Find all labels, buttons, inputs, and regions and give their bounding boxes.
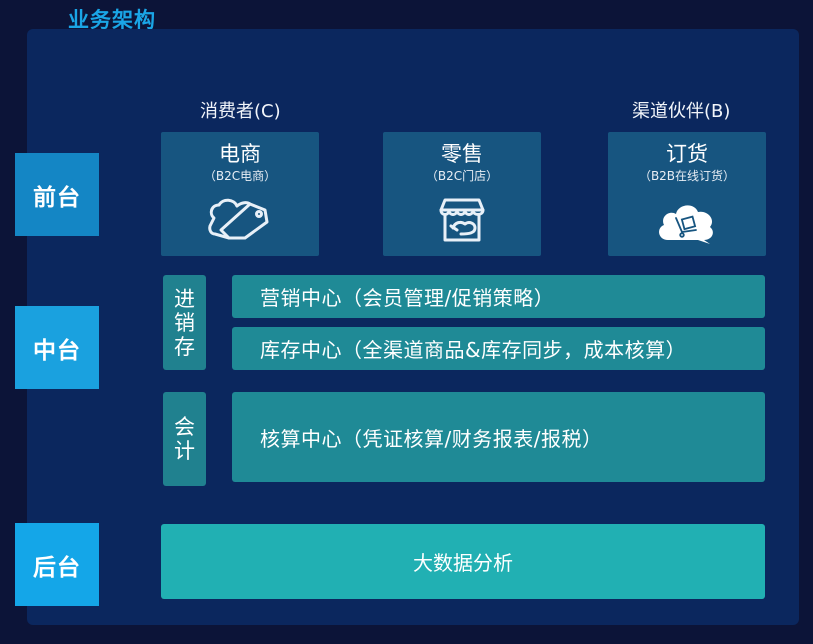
cloud-cart-icon [654, 194, 720, 250]
accounting-char: 计 [174, 439, 195, 463]
card-ecommerce: 电商 （B2C电商） [161, 132, 319, 256]
card-title: 订货 [666, 142, 708, 166]
accounting-label: 会 计 [163, 392, 206, 486]
store-icon [437, 194, 487, 250]
jxc-char: 存 [174, 334, 195, 359]
card-retail: 零售 （B2C门店） [383, 132, 541, 256]
accounting-char: 会 [174, 415, 195, 439]
card-subtitle: （B2C门店） [425, 169, 499, 183]
group-channel-partner: 渠道伙伴(B) [632, 101, 731, 122]
card-subtitle: （B2B在线订货） [638, 169, 736, 183]
tag-icon [207, 194, 273, 248]
card-title: 电商 [219, 142, 261, 166]
marketing-center: 营销中心（会员管理/促销策略） [232, 275, 765, 318]
accounting-center: 核算中心（凭证核算/财务报表/报税） [232, 392, 765, 482]
card-subtitle: （B2C电商） [203, 169, 277, 183]
tier-middle: 中台 [15, 306, 99, 389]
card-title: 零售 [441, 142, 483, 166]
inventory-center: 库存中心（全渠道商品&库存同步，成本核算） [232, 327, 765, 370]
card-ordering: 订货 （B2B在线订货） [608, 132, 766, 256]
group-consumer: 消费者(C) [200, 101, 281, 122]
jxc-label: 进 销 存 [163, 275, 206, 370]
jxc-char: 进 [174, 286, 195, 311]
jxc-char: 销 [174, 310, 195, 335]
tier-back: 后台 [15, 523, 99, 606]
diagram-title: 业务架构 [68, 8, 156, 32]
tier-front: 前台 [15, 153, 99, 236]
big-data-analysis: 大数据分析 [161, 524, 765, 599]
